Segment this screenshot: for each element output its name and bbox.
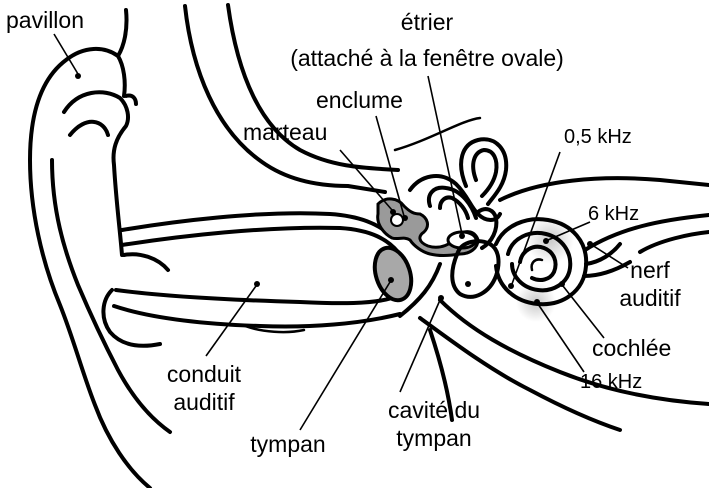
leader-freq-high <box>538 304 584 372</box>
label-enclume: enclume <box>316 87 403 113</box>
leader-etrier <box>428 76 462 234</box>
label-tympan: tympan <box>250 431 325 457</box>
label-cochlee: cochlée <box>592 335 671 361</box>
leader-marteau <box>340 150 392 210</box>
dot-freq-low <box>508 283 514 289</box>
dot-tympan <box>388 277 394 283</box>
label-marteau: marteau <box>243 119 327 145</box>
dot-freq-mid <box>543 238 549 244</box>
dot-enclume <box>402 215 408 221</box>
label-cavite-tympan: tympan <box>396 425 471 451</box>
pinna <box>30 10 170 488</box>
dot-marteau <box>390 209 396 215</box>
label-cavite: cavité du <box>388 397 480 423</box>
dot-freq-high <box>534 299 540 305</box>
dot-cavite <box>438 295 444 301</box>
label-nerf-auditif: auditif <box>619 285 681 311</box>
leader-cochlee <box>563 286 604 338</box>
ear-canal <box>114 213 400 332</box>
dot-pavillon <box>75 73 81 79</box>
label-conduit: conduit <box>167 361 242 387</box>
dot-conduit <box>254 281 260 287</box>
label-freq-mid: 6 kHz <box>588 203 639 225</box>
eardrum <box>368 243 417 305</box>
cochlea <box>496 216 630 322</box>
label-freq-low: 0,5 kHz <box>564 126 632 148</box>
label-etrier: étrier <box>401 9 454 35</box>
label-etrier-note: (attaché à la fenêtre ovale) <box>290 45 564 71</box>
label-pavillon: pavillon <box>6 7 84 33</box>
label-freq-high: 16 kHz <box>580 371 642 393</box>
dot-etrier <box>459 233 465 239</box>
dot-nerf <box>587 241 593 247</box>
dot-vestibule <box>465 281 471 287</box>
text-labels: pavillon étrier (attaché à la fenêtre ov… <box>6 7 681 457</box>
label-nerf: nerf <box>630 257 670 283</box>
dot-cochlee <box>559 281 565 287</box>
leader-nerf <box>592 245 628 268</box>
label-conduit-auditif: auditif <box>173 389 235 415</box>
